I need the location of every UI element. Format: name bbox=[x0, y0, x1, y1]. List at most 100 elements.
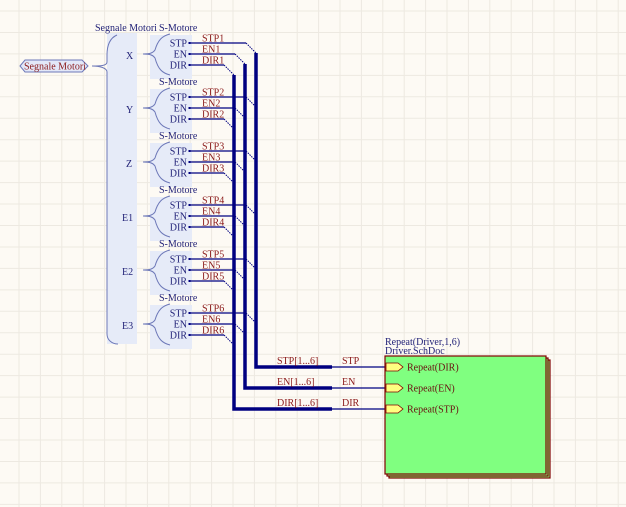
signal-label-stp: STP bbox=[170, 201, 188, 212]
sheet-designator: Repeat(Driver,1,6) bbox=[385, 337, 460, 348]
pin-endpoint bbox=[188, 204, 191, 206]
net-label: EN1 bbox=[202, 45, 220, 56]
net-label: EN4 bbox=[202, 207, 220, 218]
signal-label-stp: STP bbox=[170, 39, 188, 50]
sheet-entry[interactable]: Repeat(EN) bbox=[385, 383, 455, 395]
harness-brace-path bbox=[91, 34, 119, 345]
harness-type-label: S-Motore bbox=[159, 185, 198, 196]
harness-entry-name: E2 bbox=[122, 267, 133, 278]
sub-harness-area bbox=[150, 143, 192, 187]
harness-type-label: Segnale Motori bbox=[95, 23, 157, 34]
signal-label-en: EN bbox=[174, 266, 187, 277]
bus-label: DIR[1...6] bbox=[277, 398, 318, 409]
net-label: DIR6 bbox=[202, 326, 224, 337]
sheet-body bbox=[384, 355, 547, 475]
sub-harness-brace bbox=[142, 141, 171, 184]
harness-type-label: S-Motore bbox=[159, 293, 198, 304]
harness-entry-name: E1 bbox=[122, 213, 133, 224]
signal-label-en: EN bbox=[174, 158, 187, 169]
signal-label-stp: STP bbox=[170, 309, 188, 320]
harness-type-label: S-Motore bbox=[159, 239, 198, 250]
sheet-entry[interactable]: Repeat(DIR) bbox=[385, 362, 459, 374]
bus-net-label: STP bbox=[342, 356, 360, 367]
harness-connector-label: Segnale Motori bbox=[24, 62, 86, 73]
net-label: EN5 bbox=[202, 261, 220, 272]
harness-type-label: S-Motore bbox=[159, 23, 198, 34]
pin-endpoint bbox=[188, 118, 191, 120]
signal-label-dir: DIR bbox=[170, 115, 188, 126]
sub-harness-area bbox=[150, 197, 192, 241]
harness-entry-name: X bbox=[126, 51, 134, 62]
net-label: EN3 bbox=[202, 153, 220, 164]
sub-harness-area bbox=[150, 35, 192, 79]
bus-label: EN[1...6] bbox=[277, 377, 315, 388]
pin-endpoint bbox=[188, 64, 191, 66]
net-label: STP2 bbox=[202, 88, 224, 99]
sheet-entry-label: Repeat(DIR) bbox=[407, 363, 459, 374]
sheet-entry-label: Repeat(STP) bbox=[407, 405, 459, 416]
harness-connector[interactable]: Segnale Motori bbox=[19, 59, 89, 73]
sheet-entry[interactable]: Repeat(STP) bbox=[385, 404, 459, 416]
signal-label-stp: STP bbox=[170, 255, 188, 266]
signal-label-en: EN bbox=[174, 212, 187, 223]
signal-label-dir: DIR bbox=[170, 277, 188, 288]
net-label: DIR1 bbox=[202, 56, 224, 67]
pin-endpoint bbox=[188, 161, 191, 163]
pin-endpoint bbox=[188, 323, 191, 325]
pin-endpoint bbox=[188, 280, 191, 282]
pin-endpoint bbox=[188, 312, 191, 314]
bus-entry bbox=[234, 53, 246, 65]
sub-harness-brace bbox=[142, 249, 171, 292]
net-label: EN2 bbox=[202, 99, 220, 110]
pin-endpoint bbox=[188, 96, 191, 98]
signal-label-dir: DIR bbox=[170, 169, 188, 180]
sub-harness-area bbox=[150, 305, 192, 349]
net-label: STP4 bbox=[202, 196, 224, 207]
net-label: STP3 bbox=[202, 142, 224, 153]
sub-harness-brace bbox=[142, 195, 171, 238]
sub-harness-brace bbox=[142, 87, 171, 130]
net-label: STP6 bbox=[202, 304, 224, 315]
pin-endpoint bbox=[188, 215, 191, 217]
sub-harness-brace bbox=[142, 33, 171, 76]
pin-endpoint bbox=[188, 172, 191, 174]
pin-endpoint bbox=[188, 42, 191, 44]
pin-endpoint bbox=[188, 150, 191, 152]
signal-label-dir: DIR bbox=[170, 331, 188, 342]
signal-label-en: EN bbox=[174, 50, 187, 61]
bus-en[interactable] bbox=[243, 64, 332, 390]
harness-entry-name: Y bbox=[126, 105, 133, 116]
sheet-entry-port-icon bbox=[385, 383, 404, 393]
bus-stp[interactable] bbox=[254, 53, 332, 369]
net-label: DIR3 bbox=[202, 164, 224, 175]
bus-dir[interactable] bbox=[232, 75, 332, 411]
net-label: STP1 bbox=[202, 34, 224, 45]
pin-endpoint bbox=[188, 258, 191, 260]
net-label: DIR5 bbox=[202, 272, 224, 283]
signal-label-stp: STP bbox=[170, 147, 188, 158]
net-label: DIR4 bbox=[202, 218, 224, 229]
signal-label-dir: DIR bbox=[170, 61, 188, 72]
sheet-entry-port-icon bbox=[385, 404, 404, 414]
signal-label-en: EN bbox=[174, 320, 187, 331]
net-label: EN6 bbox=[202, 315, 220, 326]
signal-label-dir: DIR bbox=[170, 223, 188, 234]
harness-entry-name: Z bbox=[126, 159, 132, 170]
pin-endpoint bbox=[188, 334, 191, 336]
signal-label-stp: STP bbox=[170, 93, 188, 104]
sheet-entry-port-icon bbox=[385, 362, 404, 372]
sub-harness-area bbox=[150, 251, 192, 295]
sheet-symbol[interactable]: Repeat(Driver,1,6) Driver.SchDoc Repeat(… bbox=[384, 337, 551, 479]
sheet-filename: Driver.SchDoc bbox=[385, 346, 445, 357]
bus-net-label: EN bbox=[342, 377, 355, 388]
pin-endpoint bbox=[188, 53, 191, 55]
harness-bundle-area bbox=[107, 33, 137, 344]
sub-harness-brace bbox=[142, 303, 171, 346]
